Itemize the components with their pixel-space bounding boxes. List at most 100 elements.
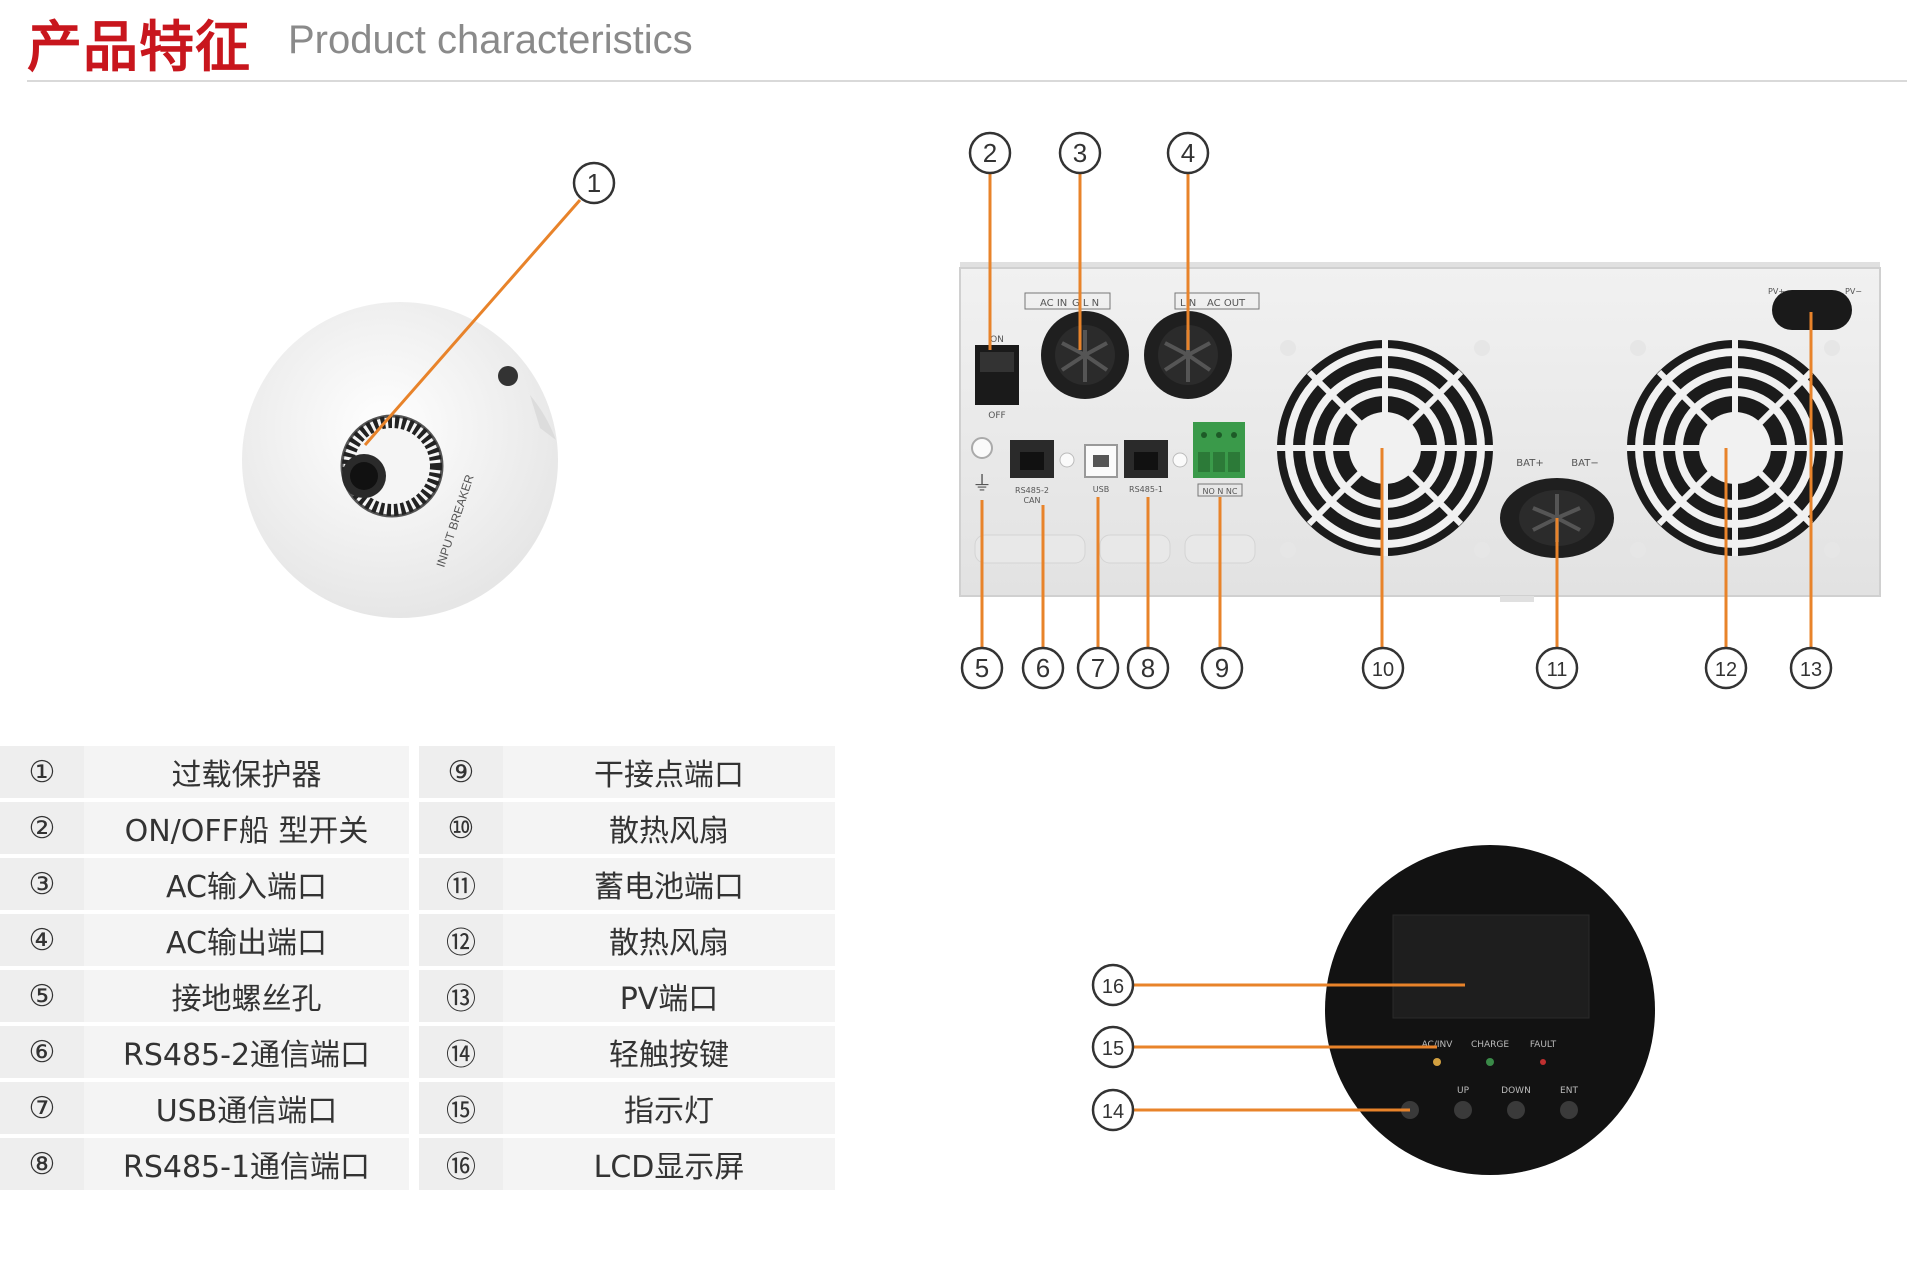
callout-2: 2: [968, 131, 1012, 175]
svg-text:BAT−: BAT−: [1571, 458, 1598, 469]
legend-number: ②: [0, 802, 84, 854]
ac-output-gland: [1144, 311, 1232, 399]
legend-label: 蓄电池端口: [503, 858, 835, 910]
legend-gap: [409, 802, 419, 854]
svg-text:CHARGE: CHARGE: [1471, 1040, 1509, 1050]
legend-gap: [409, 1026, 419, 1078]
callout-11: 11: [1535, 646, 1579, 690]
front-panel-view: AC/INV CHARGE FAULT UP DOWN ENT: [1325, 845, 1655, 1175]
section-title-cn: 产品特征: [27, 15, 252, 79]
callout-14: 14: [1091, 1088, 1135, 1132]
callout-3: 3: [1058, 131, 1102, 175]
svg-text:UP: UP: [1457, 1086, 1470, 1096]
legend-gap: [409, 858, 419, 910]
svg-text:ENT: ENT: [1560, 1086, 1578, 1096]
svg-text:PV+: PV+: [1768, 287, 1785, 296]
svg-text:OFF: OFF: [988, 411, 1005, 421]
legend-label: RS485-2通信端口: [84, 1026, 409, 1078]
legend-label: USB通信端口: [84, 1082, 409, 1134]
legend-label: 散热风扇: [503, 914, 835, 966]
svg-text:13: 13: [1800, 659, 1822, 681]
svg-text:FAULT: FAULT: [1530, 1040, 1557, 1050]
svg-text:14: 14: [1102, 1101, 1124, 1123]
callout-5: 5: [960, 646, 1004, 690]
button-down[interactable]: [1507, 1101, 1525, 1119]
svg-text:PV−: PV−: [1845, 287, 1862, 296]
cooling-fan-1: [1277, 340, 1493, 558]
svg-text:10: 10: [1372, 659, 1394, 681]
callout-9: 9: [1200, 646, 1244, 690]
ground-symbol: ⏚: [972, 471, 992, 495]
ground-screw: [971, 437, 993, 459]
legend-label: 干接点端口: [503, 746, 835, 798]
callout-13: 13: [1789, 646, 1833, 690]
legend-number: ⑭: [419, 1026, 503, 1078]
svg-text:16: 16: [1102, 976, 1124, 998]
callout-16: 16: [1091, 963, 1135, 1007]
callout-10: 10: [1361, 646, 1405, 690]
legend-number: ④: [0, 914, 84, 966]
led-fault: [1540, 1059, 1546, 1065]
legend-number: ①: [0, 746, 84, 798]
callout-15: 15: [1091, 1025, 1135, 1069]
svg-text:CAN: CAN: [1023, 496, 1040, 505]
svg-text:3: 3: [1073, 138, 1087, 168]
legend-label: AC输入端口: [84, 858, 409, 910]
svg-text:11: 11: [1547, 659, 1568, 681]
svg-text:RS485-2: RS485-2: [1015, 486, 1049, 495]
legend-number: ⑪: [419, 858, 503, 910]
svg-text:12: 12: [1715, 659, 1737, 681]
svg-text:NO N NC: NO N NC: [1203, 487, 1238, 496]
legend-number: ⑩: [419, 802, 503, 854]
legend-gap: [409, 1138, 419, 1190]
svg-text:4: 4: [1181, 138, 1195, 168]
svg-text:ON: ON: [990, 335, 1004, 345]
leader-line-1: [363, 199, 582, 446]
legend-gap: [409, 1082, 419, 1134]
legend-number: ⑫: [419, 914, 503, 966]
header-divider: [27, 80, 1907, 82]
legend-number: ③: [0, 858, 84, 910]
input-breaker-view: INPUT BREAKER: [242, 302, 558, 618]
led-charge: [1486, 1058, 1494, 1066]
button-up[interactable]: [1454, 1101, 1472, 1119]
svg-text:15: 15: [1102, 1038, 1124, 1060]
legend-label: 过载保护器: [84, 746, 409, 798]
svg-text:DOWN: DOWN: [1501, 1086, 1531, 1096]
svg-text:7: 7: [1091, 653, 1105, 683]
legend-label: RS485-1通信端口: [84, 1138, 409, 1190]
callout-8: 8: [1126, 646, 1170, 690]
rear-leader-lines: [980, 172, 1813, 648]
svg-text:9: 9: [1215, 653, 1229, 683]
led-acinv: [1433, 1058, 1441, 1066]
legend-label: 接地螺丝孔: [84, 970, 409, 1022]
front-leader-lines: [1130, 983, 1465, 1112]
ac-input-gland: [1041, 311, 1129, 399]
section-title-en: Product characteristics: [288, 18, 693, 62]
dry-contact-terminal: [1193, 422, 1245, 478]
lcd-display: [1392, 914, 1590, 1019]
legend-number: ⑬: [419, 970, 503, 1022]
legend-number: ⑨: [419, 746, 503, 798]
legend-number: ⑦: [0, 1082, 84, 1134]
svg-text:USB: USB: [1093, 485, 1109, 494]
svg-text:6: 6: [1036, 653, 1050, 683]
svg-text:AC OUT: AC OUT: [1207, 298, 1246, 309]
breaker-screw-hole: [498, 366, 518, 386]
legend-label: AC输出端口: [84, 914, 409, 966]
button-ent[interactable]: [1560, 1101, 1578, 1119]
callout-4: 4: [1166, 131, 1210, 175]
svg-text:RS485-1: RS485-1: [1129, 485, 1163, 494]
svg-text:1: 1: [587, 168, 601, 198]
callout-7: 7: [1076, 646, 1120, 690]
legend-label: PV端口: [503, 970, 835, 1022]
legend-number: ⑧: [0, 1138, 84, 1190]
callout-1: 1: [572, 161, 616, 205]
